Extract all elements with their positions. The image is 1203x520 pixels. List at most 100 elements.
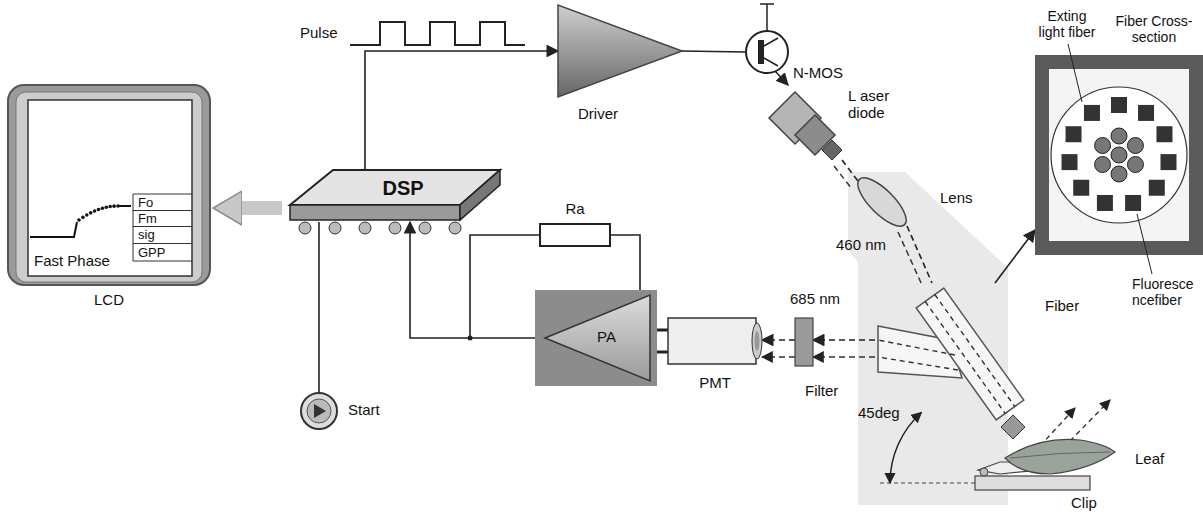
curve-dot: [85, 213, 89, 217]
button-ring: [301, 393, 337, 429]
excitation-fiber: [1160, 154, 1176, 170]
transistor-gate: [758, 40, 764, 64]
photomultiplier-tube-outline: [668, 312, 762, 366]
fluorescence-fiber: [1095, 138, 1111, 154]
curve-dot: [101, 206, 105, 210]
start-button: Start: [300, 392, 338, 430]
amplifier-triangle: [545, 295, 650, 381]
excitation-fiber: [1156, 126, 1172, 142]
supply-bar: [760, 3, 774, 5]
chip-side: [460, 170, 500, 220]
node-label: DSP: [348, 177, 458, 200]
node-label: Ra: [540, 200, 610, 217]
leaf-shape: [1005, 439, 1115, 474]
resistor-symbol: [540, 224, 610, 246]
shape-group: [769, 92, 842, 160]
fluorescence-fiber: [1111, 128, 1127, 144]
light-path: [762, 339, 795, 341]
shape-group: [878, 288, 1025, 439]
chip-pin: [449, 222, 461, 234]
table-cell: sig: [138, 228, 155, 241]
curve-dot: [93, 209, 97, 213]
curve-dot: [97, 208, 101, 212]
nmos-transistor-outline: [745, 30, 789, 74]
signal-wire: [657, 329, 668, 332]
button-face: [307, 399, 331, 423]
signal-wire: [318, 222, 320, 392]
laser-diode-outline: [770, 85, 850, 170]
driver-amplifier-outline: [558, 5, 682, 97]
start-button-outline: [300, 392, 338, 430]
transistor-body: [746, 31, 788, 73]
pmt-window: [752, 323, 762, 359]
light-path: [842, 160, 858, 181]
shape-group: [540, 224, 610, 246]
part-name: Fluoresce ncefiber: [1132, 276, 1198, 308]
excitation-fiber: [1066, 126, 1082, 142]
shape-group: [746, 4, 788, 73]
leaf: Leaf: [1005, 436, 1115, 474]
wavelength-label: 460 nm: [836, 236, 886, 253]
node-label: LCD: [8, 291, 210, 308]
table-rule: [133, 243, 192, 244]
signal-name: Pulse: [300, 24, 338, 41]
curve-dot: [112, 204, 116, 208]
resistor-symbol: Ra: [540, 224, 610, 246]
chip-pin: [329, 222, 341, 234]
nmos-transistor: N-MOS: [745, 30, 789, 74]
section-ground: [1049, 69, 1189, 241]
lcd-bezel: [16, 92, 202, 282]
pmt-body: [668, 318, 756, 364]
screen-caption: Fast Phase: [34, 252, 110, 269]
fluorescence-fiber: [1127, 157, 1143, 173]
shape-group: [290, 170, 500, 234]
curve-dot: [89, 211, 93, 215]
light-path: [813, 339, 875, 341]
transistor-channel: [764, 38, 778, 46]
section-frame: [1035, 55, 1203, 255]
chip-pin: [419, 222, 431, 234]
fluorescence-fiber: [1095, 157, 1111, 173]
fluorescence-curve: [30, 222, 77, 237]
part-name: Exting light fiber: [1036, 8, 1098, 40]
node-label: PA: [597, 328, 616, 345]
lcd-screen: [28, 100, 192, 276]
lens-shape: [851, 171, 913, 233]
node-label: Lens: [940, 189, 973, 206]
node-label: Leaf: [1135, 450, 1164, 467]
signal-wire: [610, 235, 640, 290]
node-label: Filter: [805, 382, 838, 399]
shape-group: [558, 5, 682, 97]
lens: Lens: [850, 175, 915, 230]
leader-line: [1068, 44, 1082, 102]
excitation-fiber: [1111, 97, 1127, 113]
fluorescence-fiber: [1111, 147, 1127, 163]
pulse-waveform: [350, 22, 525, 45]
wavelength-label: 685 nm: [790, 290, 840, 307]
table-rule: [133, 194, 134, 261]
excitation-fiber: [1062, 154, 1078, 170]
excitation-fiber: [1138, 105, 1154, 121]
table-cell: GPP: [138, 246, 165, 259]
shape-group: [795, 318, 813, 366]
chip-pin: [299, 222, 311, 234]
shape-group: [8, 85, 210, 285]
shape-group: [668, 318, 762, 364]
angle-label: 45deg: [858, 404, 900, 421]
excitation-ray: [935, 295, 1015, 407]
laser-aperture: [822, 140, 842, 160]
node-label: L aser diode: [848, 87, 904, 122]
leaf-vein: [1010, 452, 1110, 458]
preamplifier: PA: [535, 290, 657, 386]
shape-group: [1005, 439, 1115, 474]
dsp-chip: DSP: [288, 168, 502, 240]
angle-baseline: [880, 482, 975, 483]
excitation-fiber: [1097, 195, 1113, 211]
fluorescence-ray: [878, 357, 958, 370]
signal-wire: [682, 51, 745, 52]
excitation-fiber: [1125, 195, 1141, 211]
fiber-cross-section: Fiber Cross-section: [1035, 55, 1203, 255]
pmt-window: [755, 331, 760, 351]
fluorescence-ray: [762, 356, 795, 358]
